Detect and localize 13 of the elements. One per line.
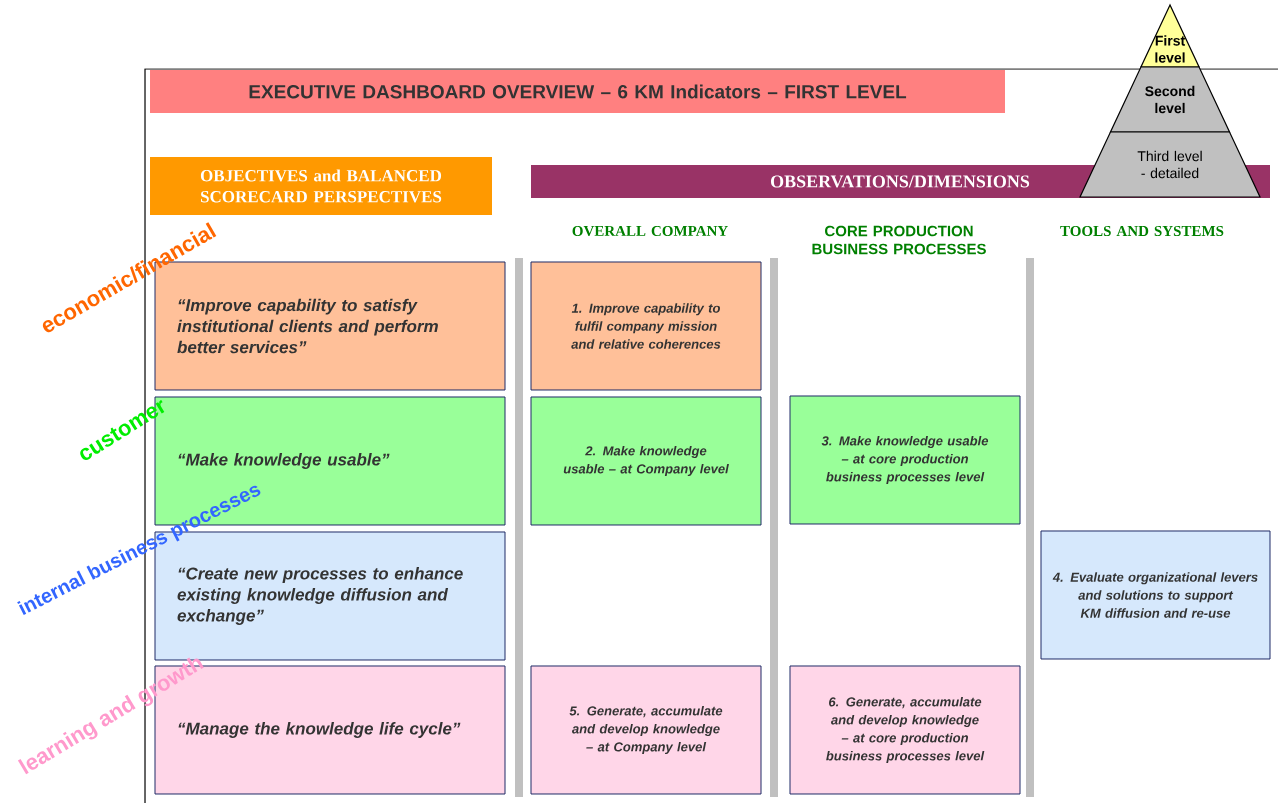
column-heading: TOOLS AND SYSTEMS: [1060, 225, 1224, 237]
pyramid-level: Second level: [1109, 66, 1231, 133]
indicator-box: 3. Make knowledge usable – at core production business processes level: [789, 395, 1021, 525]
indicator-box: 2. Make knowledge usable – at Company level: [530, 396, 762, 526]
header-band: EXECUTIVE DASHBOARD OVERVIEW – 6 KM Indicators – FIRST LEVEL: [150, 70, 1005, 113]
indicator-box: 1. Improve capability to fulfil company mission and relative coherences: [530, 261, 762, 391]
indicator-box: 6. Generate, accumulate and develop knowledge – at core production business processes level: [789, 665, 1021, 795]
pyramid-level: Third level - detailed: [1079, 131, 1261, 198]
indicator-box: 5. Generate, accumulate and develop knowledge – at Company level: [530, 665, 762, 795]
header-band: OBJECTIVES and BALANCED SCORECARD PERSPECTIVES: [150, 157, 492, 215]
column-heading: OVERALL COMPANY: [572, 225, 728, 237]
column-heading: CORE PRODUCTION BUSINESS PROCESSES: [812, 225, 986, 255]
indicator-box: 4. Evaluate organizational levers and solutions to support KM diffusion and re-use: [1040, 530, 1271, 660]
